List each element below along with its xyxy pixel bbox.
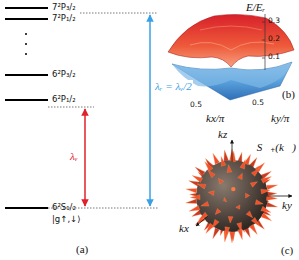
spin-arrow bbox=[237, 223, 242, 232]
spin-arrow bbox=[186, 188, 197, 193]
state-label: |g↑,↓⟩ bbox=[52, 215, 81, 224]
spin-arrow bbox=[224, 150, 229, 161]
spin-arrow bbox=[261, 206, 271, 212]
spin-arrow bbox=[199, 212, 208, 220]
blue-transition-arrow bbox=[149, 15, 151, 206]
axis-label: kz bbox=[218, 128, 227, 140]
spin-arrow bbox=[231, 187, 235, 191]
spin-arrow bbox=[255, 200, 263, 205]
spin-arrow bbox=[249, 224, 257, 234]
level-label: 6²P₃/₂ bbox=[52, 70, 76, 79]
spin-arrow bbox=[251, 217, 259, 226]
axis-label: E/Eᵣ bbox=[246, 1, 265, 13]
spin-arrow bbox=[189, 206, 200, 212]
spin-arrow bbox=[230, 232, 235, 243]
spin-arrow bbox=[251, 168, 259, 176]
spin-arrow bbox=[213, 228, 220, 239]
spin-arrow bbox=[224, 198, 227, 202]
tick-label: 0.1 bbox=[268, 53, 280, 61]
axis-label: kx bbox=[178, 222, 190, 234]
spin-arrow bbox=[266, 202, 277, 207]
tick-label: 0.5 bbox=[190, 101, 202, 109]
level-label: 7²P₁/₂ bbox=[52, 14, 76, 23]
spin-arrow bbox=[250, 182, 257, 188]
spin-arrow bbox=[240, 160, 245, 169]
fermi-sphere bbox=[196, 160, 268, 232]
spin-arrow bbox=[208, 191, 214, 196]
red-transition-arrow bbox=[84, 109, 86, 206]
spin-arrow bbox=[208, 170, 215, 178]
spin-arrow bbox=[225, 227, 230, 237]
spin-arrow bbox=[221, 156, 226, 166]
spin-arrow bbox=[238, 229, 243, 240]
spin-arrow bbox=[227, 165, 232, 173]
tick-label: 0.3 bbox=[268, 17, 280, 25]
axis-label: ky bbox=[282, 199, 292, 211]
panel-label: (b) bbox=[282, 88, 295, 100]
energy-axis bbox=[262, 14, 265, 70]
dotted-guides bbox=[48, 13, 158, 208]
spin-arrow bbox=[228, 217, 233, 223]
level-label: 6²P₁/₂ bbox=[52, 95, 76, 104]
spin-arrow bbox=[212, 219, 219, 228]
tick-label: 0.2 bbox=[268, 35, 280, 43]
spin-arrows-back bbox=[186, 150, 278, 241]
level-label: 6²S₁/₂ bbox=[52, 203, 76, 212]
energy-levels bbox=[5, 8, 48, 208]
panel-label: (a) bbox=[76, 243, 88, 255]
spin-arrow bbox=[246, 211, 253, 218]
spin-arrow bbox=[238, 173, 243, 179]
spin-arrow bbox=[201, 201, 209, 206]
tick-label: 0.5 bbox=[252, 99, 264, 107]
spin-arrow bbox=[213, 153, 220, 164]
spin-texture-label: S⃗₊(k⃗) bbox=[256, 141, 297, 153]
axis-label: ky/π bbox=[271, 112, 289, 124]
spin-arrow bbox=[206, 223, 214, 233]
spin-arrows-front bbox=[186, 149, 278, 243]
spin-arrow bbox=[261, 177, 271, 184]
spin-arrow bbox=[215, 209, 221, 215]
spin-arrow bbox=[219, 179, 224, 185]
ellipsis-dots bbox=[25, 33, 27, 55]
spin-arrow bbox=[190, 195, 200, 200]
wavelength-label: λᵣ = λᵥ/2 bbox=[154, 80, 193, 92]
panel-label: (c) bbox=[281, 244, 293, 256]
spin-arrow bbox=[266, 185, 277, 190]
spin-arrow bbox=[205, 162, 213, 172]
spin-arrow bbox=[261, 213, 272, 221]
spin-arrow bbox=[236, 205, 240, 209]
spin-arrow bbox=[261, 189, 270, 194]
spin-arrow bbox=[192, 175, 202, 182]
wavelength-label: λᵥ bbox=[70, 150, 78, 162]
spin-arrow bbox=[246, 193, 250, 198]
axis-label: kx/π bbox=[206, 112, 224, 124]
level-label: 7²P₃/₂ bbox=[52, 3, 76, 12]
spin-arrow bbox=[197, 184, 206, 189]
spin-arrow bbox=[186, 199, 197, 204]
